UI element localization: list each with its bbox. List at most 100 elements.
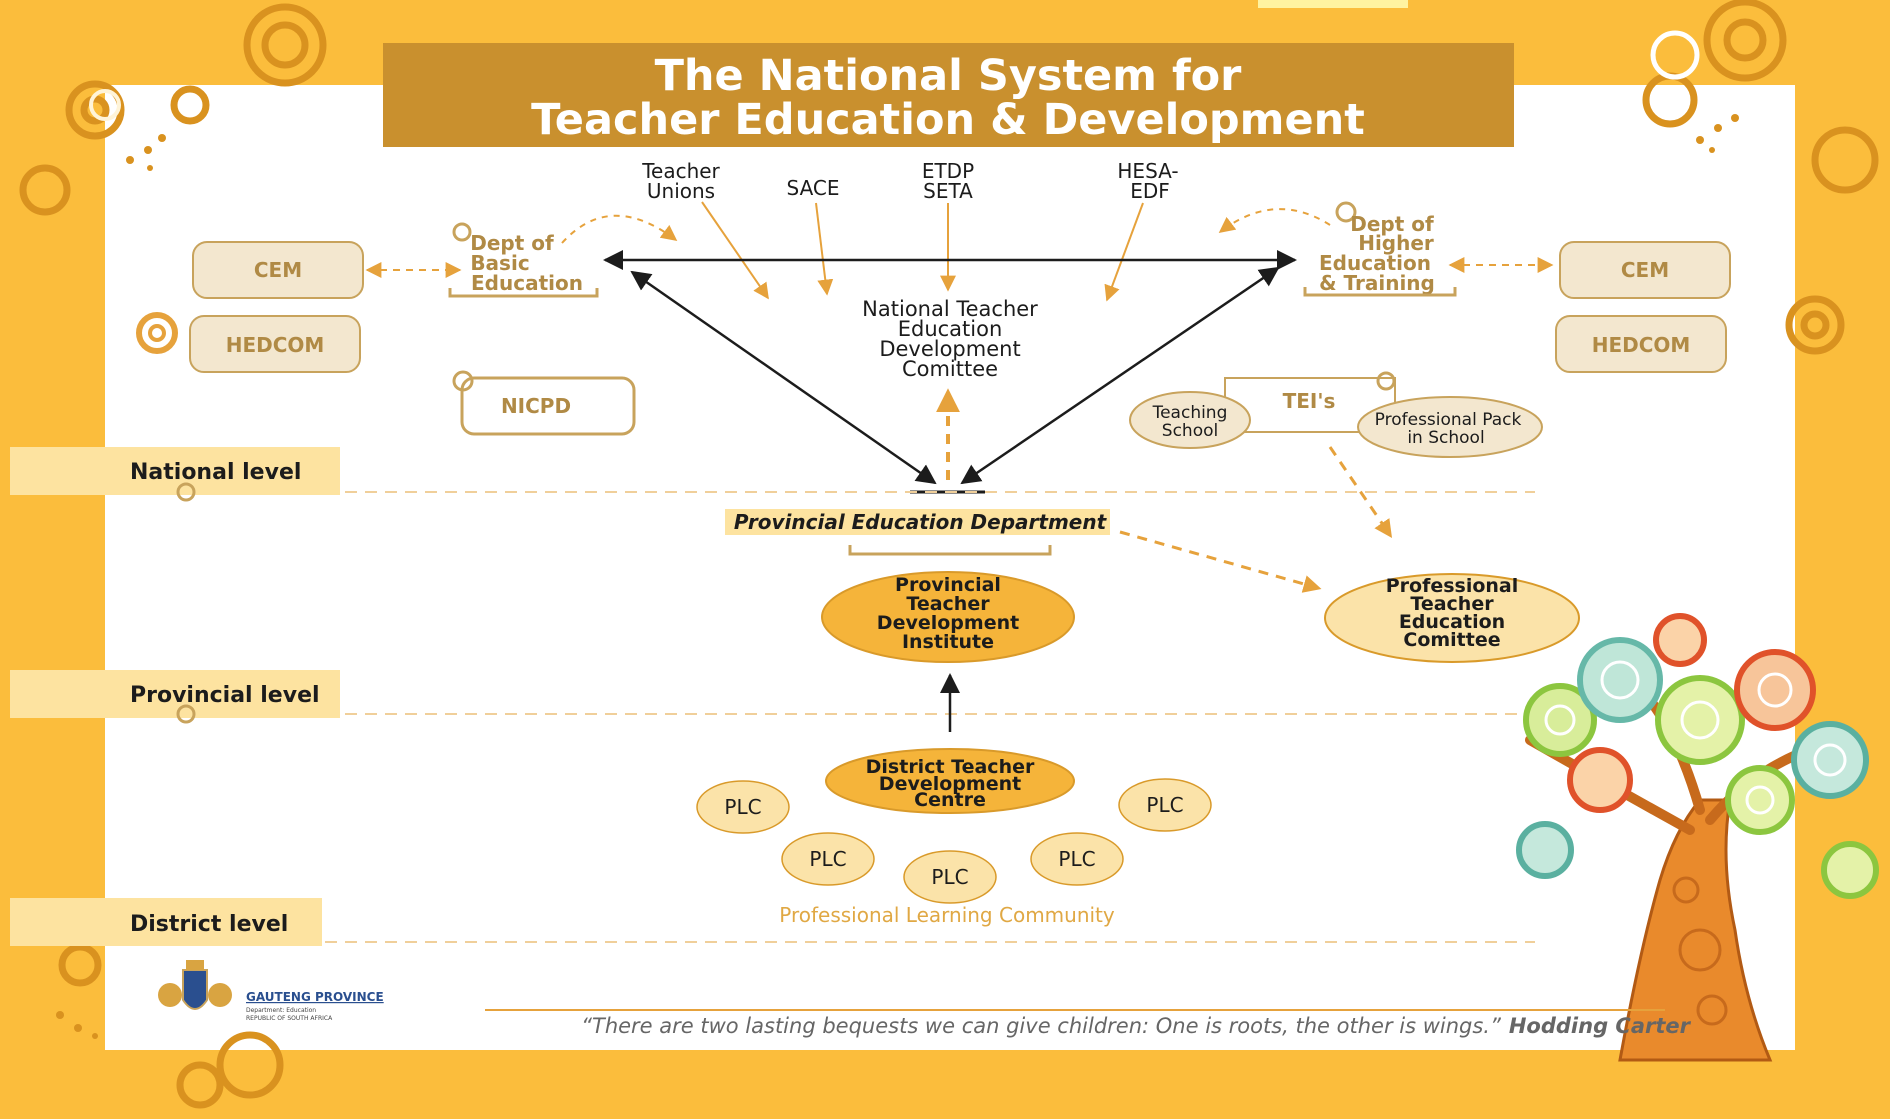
ptdi-line-1: Provincial — [895, 574, 1001, 596]
provincial-ptec-arrow — [1119, 530, 1322, 593]
etdp-seta-line-2: SETA — [923, 179, 973, 203]
swirl-icon — [1335, 201, 1357, 223]
coat-of-arms-icon — [186, 960, 204, 970]
swirl-icon — [1800, 310, 1830, 340]
swirl-icon — [65, 80, 125, 140]
dept-higher-line-4: & Training — [1319, 271, 1435, 295]
ptdi-line-3: Development — [877, 612, 1019, 634]
higher-provincial-link — [960, 266, 1280, 485]
sace-label: SACE — [787, 176, 840, 200]
quote-author: Hodding Carter — [1509, 1014, 1692, 1038]
dot-ornaments — [56, 114, 1739, 1039]
swirl-icon — [452, 370, 474, 392]
national-level-band — [10, 447, 340, 495]
swirl-icon — [261, 21, 309, 69]
basic-provincial-link — [630, 270, 937, 485]
plc-caption: Professional Learning Community — [779, 903, 1115, 927]
provincial-dept-label: Provincial Education Department — [734, 510, 1108, 534]
swirl-icon — [176, 1061, 224, 1109]
professional-pack-line-1: Professional Pack — [1375, 410, 1522, 430]
plc-label: PLC — [809, 847, 846, 871]
ntedc-line-2: Education — [898, 317, 1003, 341]
plc-label: PLC — [931, 865, 968, 889]
dept-basic-label: Dept of Basic Education — [470, 231, 583, 295]
frame-highlight — [1258, 0, 1408, 8]
cem-right-box — [1559, 241, 1731, 299]
national-level-label: National level — [130, 460, 301, 485]
provincial-level-band — [10, 670, 340, 718]
ptec-line-2: Teacher — [1410, 593, 1494, 615]
teaching-school-line-1: Teaching — [1152, 403, 1228, 423]
dept-higher-label: Dept of Higher Education & Training — [1319, 212, 1435, 295]
plc-label: PLC — [1146, 793, 1183, 817]
ntedc-line-1: National Teacher — [862, 297, 1038, 321]
ptdi-label: Provincial Teacher Development Institute — [877, 574, 1019, 653]
ntedc-label: National Teacher Education Development C… — [862, 297, 1038, 381]
ntedc-line-3: Development — [879, 337, 1020, 361]
dept-basic-bracket — [448, 288, 599, 298]
professional-pack-line-2: in School — [1407, 428, 1484, 448]
hedcom-left-box — [189, 315, 361, 373]
district-level-band — [10, 898, 322, 946]
teacher-unions-line-1: Teacher — [641, 159, 720, 183]
coat-of-arms-icon — [158, 983, 182, 1007]
hesa-edf-line-1: HESA- — [1117, 159, 1178, 183]
tei-title: TEI's — [1283, 389, 1336, 413]
plc-node — [903, 850, 997, 904]
logo-line-2: Department: Education — [246, 1007, 316, 1014]
coat-of-arms-icon — [208, 983, 232, 1007]
plc-node — [696, 780, 790, 834]
tree-illustration — [1516, 613, 1879, 1062]
tei-bracket-top — [1224, 377, 1396, 402]
swirl-icon — [1723, 18, 1767, 62]
ptec-line-1: Professional — [1386, 575, 1519, 597]
ptdi-line-2: Teacher — [906, 593, 990, 615]
hesa-edf-line-2: EDF — [1130, 179, 1170, 203]
plc-node — [1118, 778, 1212, 832]
logo-line-3: REPUBLIC OF SOUTH AFRICA — [246, 1015, 333, 1022]
plc-label: PLC — [1058, 847, 1095, 871]
swirl-icon — [1811, 126, 1879, 194]
ptec-node — [1324, 573, 1580, 663]
teaching-school-node — [1129, 391, 1251, 449]
dept-basic-line-2: Basic — [470, 251, 529, 275]
title-line-1: The National System for — [655, 51, 1243, 101]
hedcom-left-label: HEDCOM — [226, 333, 325, 357]
swirl-icon — [136, 312, 178, 354]
swirl-icon — [80, 95, 110, 125]
provincial-level-label: Provincial level — [130, 683, 320, 708]
plc-node — [781, 832, 875, 886]
dept-basic-line-1: Dept of — [470, 231, 554, 255]
higher-curved-arrow — [1218, 208, 1331, 233]
tree-foliage — [1516, 613, 1879, 899]
quote-text: “There are two lasting bequests we can g… — [581, 1014, 1692, 1038]
trunk-swirls — [1672, 876, 1728, 1026]
ntedc-line-4: Comittee — [902, 357, 998, 381]
dtdc-line-1: District Teacher — [866, 756, 1035, 778]
swirl-icon — [148, 324, 166, 342]
swirl-icon — [243, 3, 327, 87]
swirl-highlights — [89, 30, 1700, 131]
nicpd-label: NICPD — [501, 394, 571, 418]
dtdc-node — [825, 748, 1075, 814]
swirl-icon — [452, 222, 472, 242]
hedcom-right-label: HEDCOM — [1592, 333, 1691, 357]
basic-curved-arrow — [561, 214, 678, 244]
tree-swirls — [1544, 660, 1847, 815]
stakeholder-labels: Teacher Unions SACE ETDP SETA HESA- EDF — [641, 159, 1178, 203]
professional-pack-node — [1357, 396, 1543, 458]
dtdc-line-2: Development — [879, 773, 1021, 795]
plc-label: PLC — [724, 795, 761, 819]
ptec-line-4: Comittee — [1403, 629, 1500, 651]
coat-of-arms-icon — [182, 969, 208, 1010]
swirl-icon — [1785, 295, 1845, 355]
ptec-label: Professional Teacher Education Comittee — [1386, 575, 1519, 651]
dept-higher-line-3: Education — [1319, 251, 1431, 275]
dtdc-label: District Teacher Development Centre — [866, 756, 1035, 811]
provincial-dept-bracket — [848, 545, 1052, 556]
dept-basic-line-3: Education — [471, 271, 583, 295]
ptdi-line-4: Institute — [902, 631, 994, 653]
teacher-unions-line-2: Unions — [647, 179, 715, 203]
quote-body: “There are two lasting bequests we can g… — [581, 1014, 1502, 1038]
swirl-icon — [170, 85, 210, 125]
